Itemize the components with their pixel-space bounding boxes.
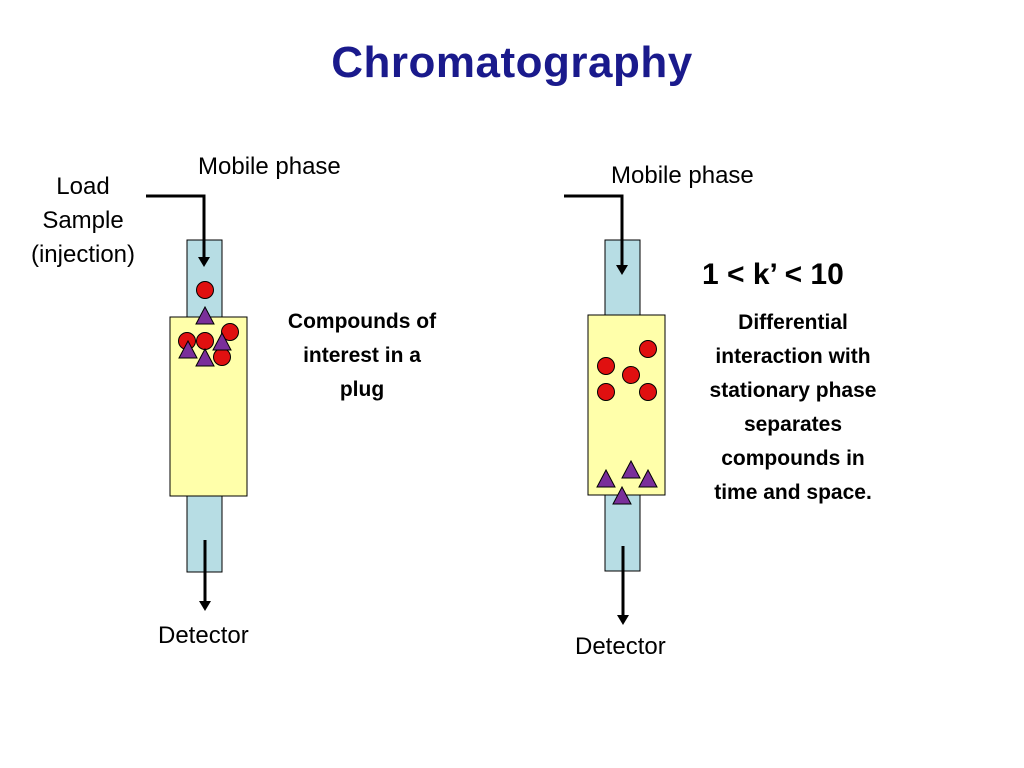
load-sample-line: (injection) bbox=[30, 241, 136, 268]
compound-triangle bbox=[621, 459, 641, 479]
k-range-label: 1 < k’ < 10 bbox=[702, 258, 844, 291]
right-note-line: stationary phase bbox=[709, 379, 877, 402]
right-note-line: time and space. bbox=[714, 481, 872, 504]
load-sample-line: Sample bbox=[42, 207, 124, 234]
compound-circle bbox=[622, 366, 640, 384]
compound-circle bbox=[196, 332, 214, 350]
right-note-line: compounds in bbox=[721, 447, 865, 470]
left-note-line: Compounds of bbox=[287, 310, 437, 333]
load-sample-label: Load Sample (injection) bbox=[10, 170, 156, 272]
compound-triangle bbox=[195, 347, 215, 367]
load-sample-line: Load bbox=[56, 173, 110, 200]
compound-circle bbox=[196, 281, 214, 299]
right-mobile-phase-label: Mobile phase bbox=[611, 162, 754, 189]
compound-triangle bbox=[596, 468, 616, 488]
compound-triangle bbox=[178, 339, 198, 359]
left-mobile-phase-label: Mobile phase bbox=[198, 153, 341, 180]
left-note-line: plug bbox=[339, 378, 385, 401]
compound-triangle bbox=[195, 305, 215, 325]
right-column-assembly bbox=[564, 194, 666, 625]
left-column-assembly bbox=[146, 194, 248, 611]
compound-triangle bbox=[612, 485, 632, 505]
compound-triangle bbox=[212, 331, 232, 351]
right-note-line: Differential bbox=[738, 311, 848, 334]
compound-circle bbox=[597, 383, 615, 401]
compound-triangle bbox=[638, 468, 658, 488]
left-inlet-arrow bbox=[146, 194, 210, 267]
right-detector-label: Detector bbox=[575, 633, 666, 660]
compound-circle bbox=[221, 323, 239, 341]
left-note: Compounds of interest in a plug bbox=[262, 305, 462, 407]
compound-circle bbox=[639, 340, 657, 358]
right-note-line: separates bbox=[743, 413, 843, 436]
right-note: Differential interaction with stationary… bbox=[683, 306, 903, 510]
compound-circle bbox=[597, 357, 615, 375]
compound-circle bbox=[213, 348, 231, 366]
right-note-line: interaction with bbox=[715, 345, 871, 368]
compound-circle bbox=[639, 383, 657, 401]
left-detector-label: Detector bbox=[158, 622, 249, 649]
left-note-line: interest in a bbox=[303, 344, 421, 367]
right-inlet-arrow bbox=[564, 194, 628, 275]
slide-title: Chromatography bbox=[331, 38, 693, 87]
